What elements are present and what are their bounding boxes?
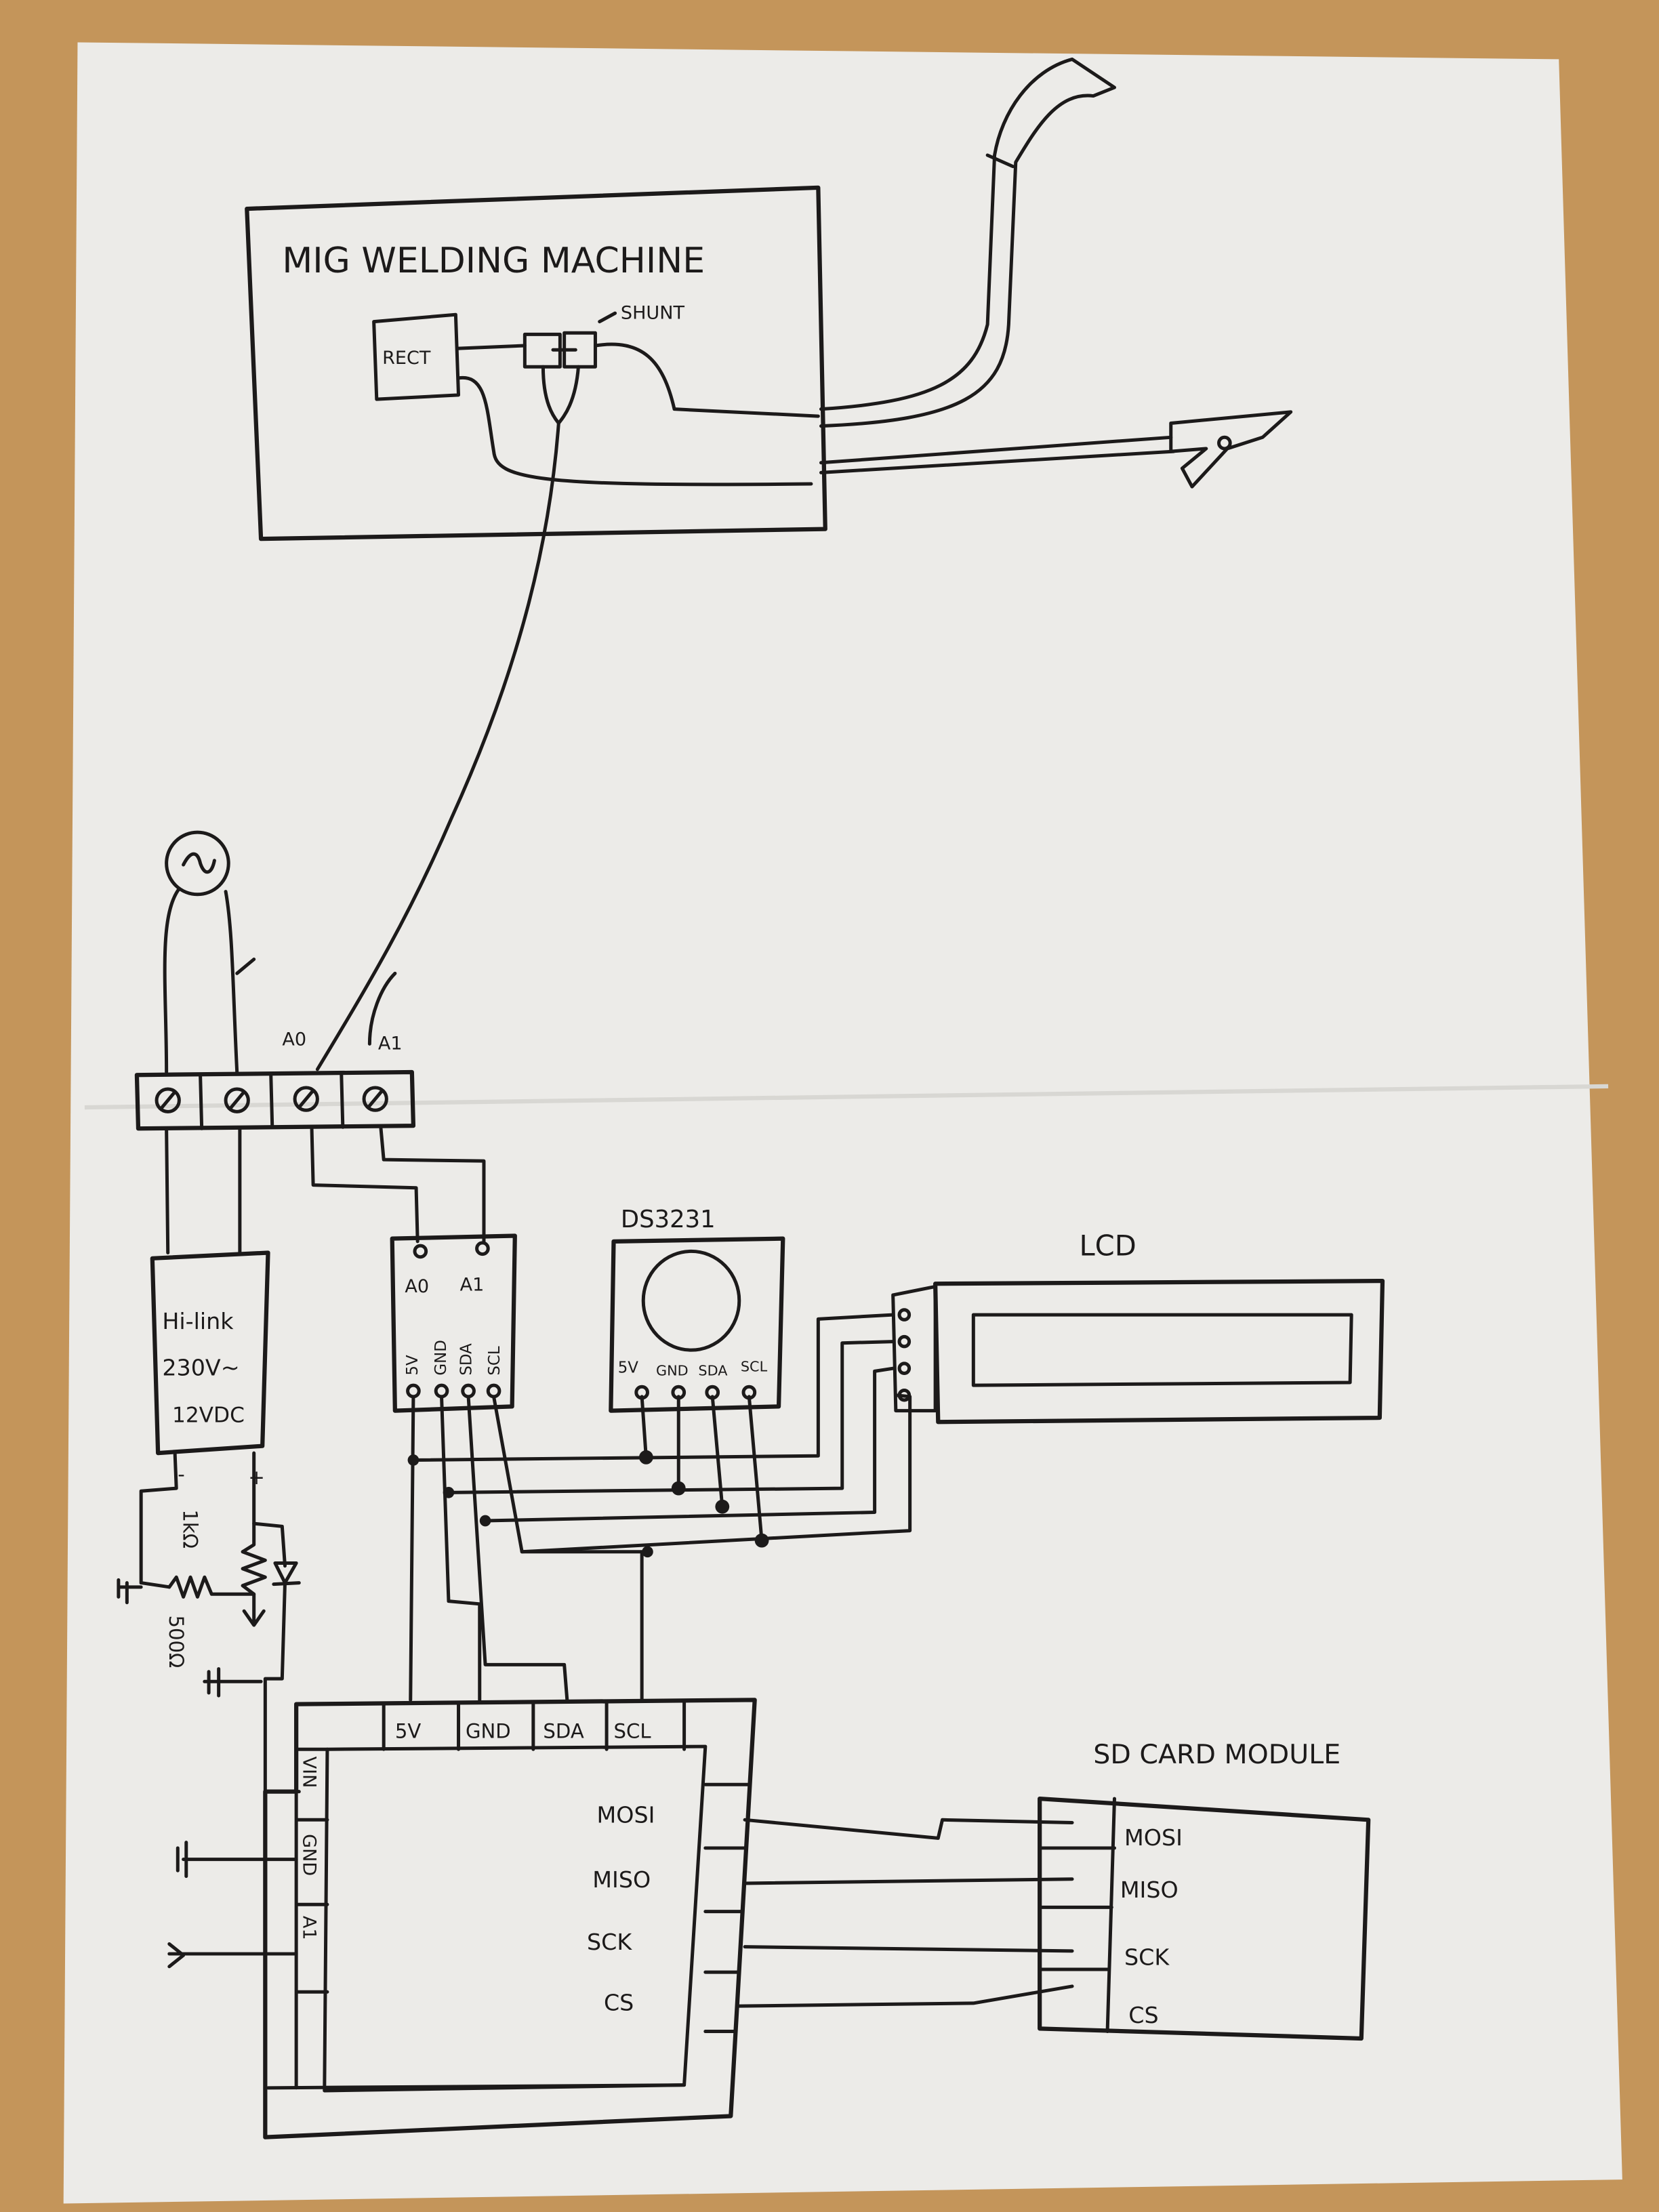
resistor-500-label: 500Ω bbox=[165, 1615, 188, 1668]
arduino-top-pin: 5V bbox=[395, 1720, 422, 1743]
sd-pin-label: MISO bbox=[1120, 1877, 1179, 1903]
hi-link-power-module: Hi-link 230V~ 12VDC - + bbox=[150, 1250, 270, 1489]
sense-wire bbox=[315, 421, 560, 1071]
arduino-board: 5V GND SDA SCL VIN GND A1 MOSI MISO SCK … bbox=[167, 1698, 757, 2139]
arduino-top-pin: GND bbox=[466, 1720, 511, 1743]
rtc-pin-label: GND bbox=[656, 1363, 689, 1379]
adc-pin-label: 5V bbox=[404, 1355, 422, 1376]
lcd-title: LCD bbox=[1079, 1229, 1136, 1263]
hi-link-line: 12VDC bbox=[172, 1403, 245, 1427]
paper-fold bbox=[84, 1084, 1609, 1110]
shunt-label: SHUNT bbox=[621, 302, 685, 323]
spi-wires bbox=[737, 1818, 1074, 2008]
welder-title: MIG WELDING MACHINE bbox=[282, 241, 705, 281]
rtc-title: DS3231 bbox=[621, 1206, 716, 1233]
welding-torch-cable bbox=[819, 57, 1116, 428]
plus-label: + bbox=[248, 1466, 264, 1489]
adc-input-label: A1 bbox=[460, 1275, 485, 1296]
screw-icon bbox=[155, 1087, 181, 1113]
screw-icon bbox=[362, 1086, 388, 1112]
arduino-left-pin: VIN bbox=[299, 1757, 320, 1788]
hi-link-line: 230V~ bbox=[162, 1355, 239, 1381]
sd-card-module: SD CARD MODULE MOSI MISO SCK CS bbox=[1038, 1739, 1371, 2041]
rectifier-label: RECT bbox=[382, 348, 431, 369]
sd-pin-label: CS bbox=[1128, 2002, 1158, 2028]
sd-pin-label: SCK bbox=[1124, 1944, 1170, 1971]
arduino-right-pin: CS bbox=[604, 1989, 634, 2015]
sd-title: SD CARD MODULE bbox=[1093, 1739, 1340, 1770]
adc-module: A0 A1 5V GND SDA SCL bbox=[390, 1233, 517, 1413]
battery-icon bbox=[641, 1249, 741, 1352]
lcd-display: LCD bbox=[891, 1229, 1385, 1425]
rtc-pin-label: SCL bbox=[741, 1358, 768, 1374]
sd-pin-label: MOSI bbox=[1124, 1824, 1183, 1851]
terminal-block: A0 A1 bbox=[134, 1029, 416, 1131]
arduino-right-pin: MISO bbox=[592, 1866, 651, 1893]
arduino-right-pin: MOSI bbox=[597, 1801, 655, 1828]
hi-link-line: Hi-link bbox=[162, 1308, 234, 1334]
arduino-top-pin: SDA bbox=[543, 1720, 583, 1743]
adc-pin-label: SCL bbox=[486, 1346, 504, 1375]
resistor-500-icon bbox=[167, 1575, 256, 1599]
resistor-1k-label: 1kΩ bbox=[179, 1509, 202, 1549]
rtc-pin-label: SDA bbox=[698, 1363, 728, 1379]
rtc-pin-label: 5V bbox=[618, 1359, 639, 1376]
ground-clamp bbox=[819, 410, 1293, 489]
adc-input-label: A0 bbox=[405, 1276, 429, 1297]
ac-source-icon bbox=[163, 830, 256, 1074]
screw-icon bbox=[224, 1087, 250, 1113]
adc-pin-label: GND bbox=[432, 1340, 450, 1375]
terminal-label-a0: A0 bbox=[282, 1029, 306, 1050]
screw-icon bbox=[293, 1086, 319, 1112]
i2c-bus-wires bbox=[407, 1313, 912, 1702]
arduino-left-pin: A1 bbox=[299, 1916, 320, 1940]
adc-pin-label: SDA bbox=[457, 1343, 475, 1376]
resistor-1k-icon bbox=[241, 1521, 267, 1627]
arduino-top-pin: SCL bbox=[614, 1720, 652, 1743]
arduino-left-pin: GND bbox=[299, 1834, 320, 1876]
paper-sheet bbox=[63, 42, 1622, 2204]
rectifier-box bbox=[372, 312, 461, 401]
terminal-label-a1: A1 bbox=[378, 1033, 403, 1054]
welding-machine: MIG WELDING MACHINE RECT SHUNT bbox=[245, 185, 827, 541]
minus-label: - bbox=[178, 1463, 185, 1486]
arduino-right-pin: SCK bbox=[587, 1929, 632, 1955]
